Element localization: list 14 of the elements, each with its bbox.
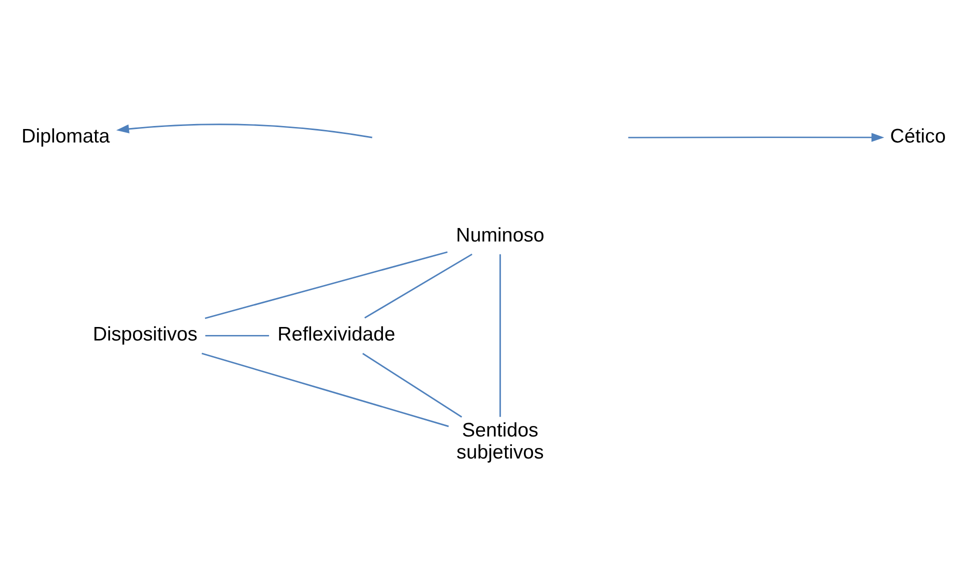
connector: [364, 254, 472, 319]
connector: [205, 334, 270, 336]
connector: [202, 352, 449, 428]
arrow: [116, 124, 372, 138]
node-text: Sentidos subjetivos: [456, 420, 544, 464]
arrow: [628, 132, 884, 142]
node-text: Reflexividade: [278, 324, 396, 346]
connector: [499, 254, 501, 417]
connector: [204, 251, 448, 320]
node-text: Diplomata: [22, 125, 110, 148]
node-text: Numinoso: [456, 224, 544, 247]
node-text: Dispositivos: [92, 324, 198, 346]
node-text: Cético: [890, 125, 946, 148]
connector: [362, 352, 462, 418]
